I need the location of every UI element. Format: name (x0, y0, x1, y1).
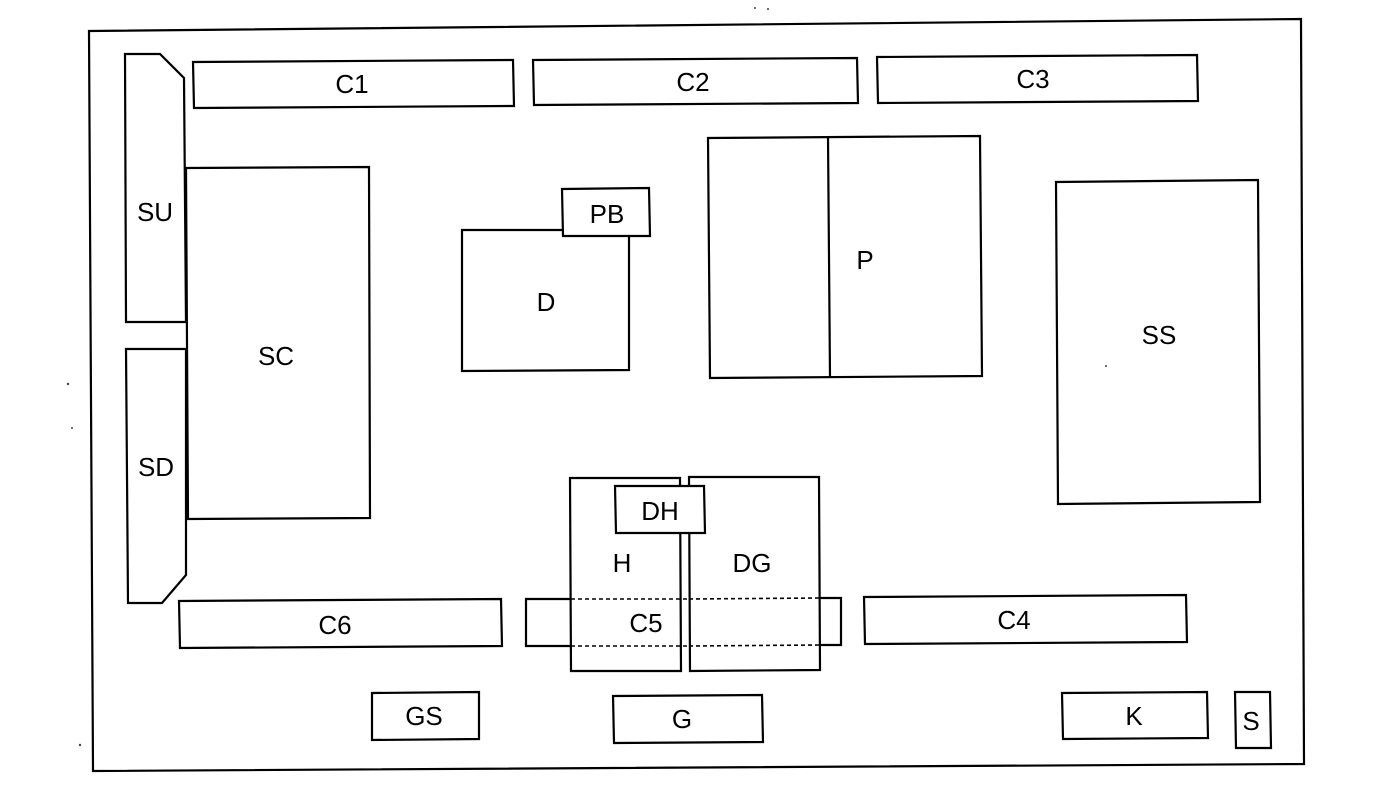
block-s: S (1233, 690, 1273, 750)
block-k: K (1060, 690, 1210, 741)
label-c6: C6 (318, 610, 351, 640)
scan-speck (767, 8, 769, 10)
label-ss: SS (1142, 320, 1177, 350)
scan-speck (66, 382, 70, 386)
block-dg: DG (687, 475, 822, 673)
label-sc: SC (258, 341, 294, 371)
block-sd: SD (124, 347, 188, 605)
label-su: SU (137, 197, 173, 227)
label-dg: DG (733, 548, 772, 578)
label-g: G (672, 704, 692, 734)
block-d: D (460, 228, 631, 373)
block-g: G (611, 693, 765, 745)
block-c3: C3 (875, 53, 1200, 105)
block-c2: C2 (531, 56, 860, 107)
block-ss: SS (1054, 178, 1262, 506)
label-p: P (856, 245, 873, 275)
block-c5: C5 (524, 596, 843, 648)
scan-speck (78, 743, 82, 747)
label-dh: DH (641, 496, 679, 526)
block-c1: C1 (191, 58, 516, 110)
block-p: P (706, 134, 984, 380)
label-pb: PB (590, 199, 625, 229)
block-c4: C4 (862, 593, 1189, 646)
block-dh: DH (613, 484, 707, 535)
block-sc: SC (184, 165, 372, 521)
block-h: H (568, 476, 683, 673)
label-s: S (1242, 706, 1259, 736)
block-su: SU (123, 52, 188, 324)
label-k: K (1125, 701, 1143, 731)
block-gs: GS (370, 690, 481, 742)
label-c1: C1 (335, 69, 368, 99)
scan-speck (1105, 365, 1107, 367)
block-pb: PB (560, 186, 652, 238)
scan-speck (754, 7, 756, 9)
label-c5: C5 (629, 608, 662, 638)
block-c6: C6 (177, 597, 504, 650)
label-d: D (537, 287, 556, 317)
label-c2: C2 (676, 67, 709, 97)
outer-frame (87, 17, 1306, 773)
label-c3: C3 (1016, 64, 1049, 94)
label-c4: C4 (997, 605, 1030, 635)
label-gs: GS (405, 701, 443, 731)
label-sd: SD (138, 452, 174, 482)
label-h: H (613, 548, 632, 578)
scan-speck (71, 427, 73, 429)
